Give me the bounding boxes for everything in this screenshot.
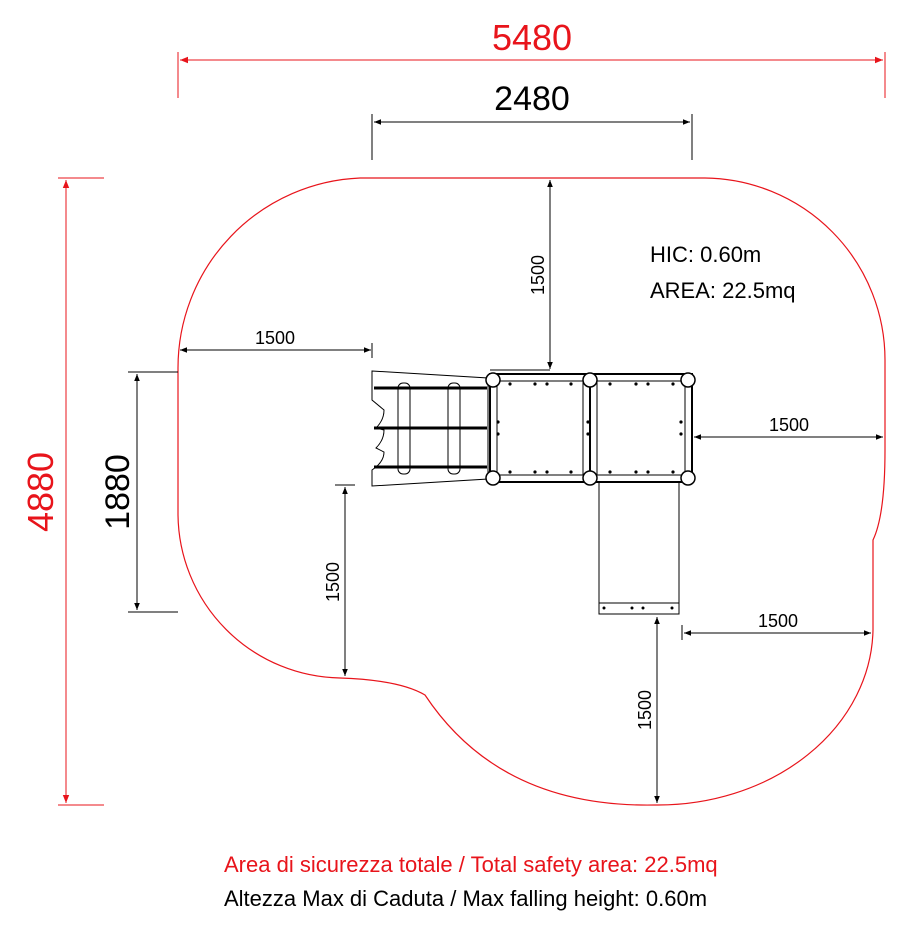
overall-width-label: 5480	[492, 17, 572, 58]
total-safety-area-note: Area di sicurezza totale / Total safety …	[224, 852, 718, 877]
equipment-width-label: 2480	[494, 80, 570, 118]
platform-2	[589, 373, 693, 483]
clearance-left-label: 1500	[255, 328, 295, 348]
clearance-top-label: 1500	[528, 255, 548, 295]
clearance-bottom-label: 1500	[635, 690, 655, 730]
dimension-overall-height	[58, 177, 104, 806]
slide	[598, 481, 680, 615]
clearance-right-lower-label: 1500	[758, 611, 798, 631]
safety-area-outline	[177, 177, 886, 806]
platform-1	[489, 373, 591, 483]
equipment-plan	[371, 370, 696, 615]
equipment-height-label: 1880	[99, 454, 137, 530]
dimension-lines	[128, 114, 883, 803]
area-label: AREA: 22.5mq	[650, 278, 796, 303]
overall-height-label: 4880	[20, 452, 61, 532]
hic-label: HIC: 0.60m	[650, 242, 761, 267]
dimension-overall-width	[177, 52, 886, 98]
clearance-left-lower-label: 1500	[323, 562, 343, 602]
max-falling-height-note: Altezza Max di Caduta / Max falling heig…	[224, 886, 708, 911]
clearance-right-label: 1500	[769, 415, 809, 435]
